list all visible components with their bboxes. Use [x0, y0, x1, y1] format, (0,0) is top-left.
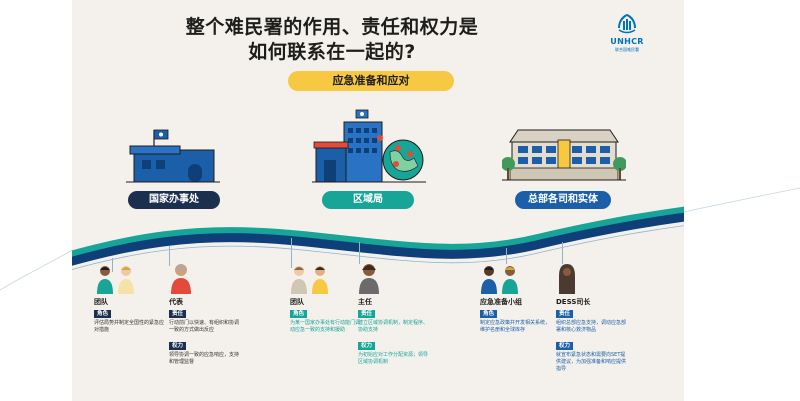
connector-line: [112, 258, 113, 272]
logo-wordmark: UNHCR: [610, 37, 644, 46]
person-icon: [97, 266, 134, 294]
authority-tag: 权力: [556, 342, 574, 350]
role-title-hq-dess: DESS司长: [556, 298, 591, 306]
role-title-country-rep: 代表: [169, 298, 183, 306]
responsibility-tag: 责任: [556, 310, 574, 318]
authority-tag: 权力: [358, 342, 376, 350]
person-icon: [559, 264, 575, 294]
section-heading-pill: 应急准备和应对: [288, 71, 454, 91]
unhcr-logo-icon: [618, 14, 636, 34]
headquarters-building-icon: [502, 129, 626, 181]
connector-line: [562, 242, 563, 264]
country-office-building-icon: [126, 129, 220, 183]
person-icon: [171, 264, 191, 294]
infographic-poster: 整个难民署的作用、责任和权力是 如何联系在一起的? UNHCR 联合国难民署 应…: [72, 0, 684, 401]
role-title-hq-unit: 应急准备小组: [480, 298, 522, 306]
person-icon: [481, 266, 518, 294]
role-title-region-team: 团队: [290, 298, 304, 306]
authority-description: 为初始应对工作分配资源；领导区域协调机制: [358, 352, 429, 365]
page-title-line-1: 整个难民署的作用、责任和权力是: [185, 16, 479, 38]
person-icon: [291, 266, 328, 294]
page-title-line-2: 如何联系在一起的?: [248, 41, 416, 63]
role-tag: 角色: [290, 310, 308, 318]
authority-tag: 权力: [169, 342, 187, 350]
level-label-regional-bureau: 区域局: [322, 191, 414, 209]
role-title-country-team: 团队: [94, 298, 108, 306]
unhcr-logo: UNHCR 联合国难民署: [602, 12, 652, 62]
responsibility-description: 组织总部应急支持，调动应急部署和核心救济物品: [556, 320, 627, 333]
responsibility-tag: 责任: [358, 310, 376, 318]
responsibility-tag: 责任: [169, 310, 187, 318]
authority-description: 领导协调一致的应急响应，支持和管理监督: [169, 352, 240, 365]
role-title-region-director: 主任: [358, 298, 372, 306]
logo-subtitle: 联合国难民署: [615, 47, 639, 52]
level-label-country-office: 国家办事处: [128, 191, 220, 209]
role-description: 制定应急政策并开发相关系统，维护名册和全球库存: [480, 320, 551, 333]
person-icon: [359, 264, 379, 294]
regional-bureau-building-icon: [312, 109, 426, 183]
connector-line: [506, 248, 507, 264]
connector-line: [169, 246, 170, 266]
timeline-wave: [72, 206, 684, 270]
responsibility-description: 建立区域协调机制，制定程序、协助支持: [358, 320, 429, 333]
level-label-headquarters: 总部各司和实体: [515, 191, 611, 209]
role-tag: 角色: [480, 310, 498, 318]
role-description: 为某一国家办事处有行动能门调动应急一致的支持和援助: [290, 320, 361, 333]
authority-description: 就宣布紧急状态和需要向SET提供建议，为加强准备和响应提供指导: [556, 352, 627, 372]
connector-line: [359, 242, 360, 264]
role-description: 评估局势并制定全国性的紧急应对措施: [94, 320, 165, 333]
role-tag: 角色: [94, 310, 112, 318]
connector-line: [291, 238, 292, 268]
responsibility-description: 行动前门以快速、有组织和协调一致的方式做出反应: [169, 320, 240, 333]
